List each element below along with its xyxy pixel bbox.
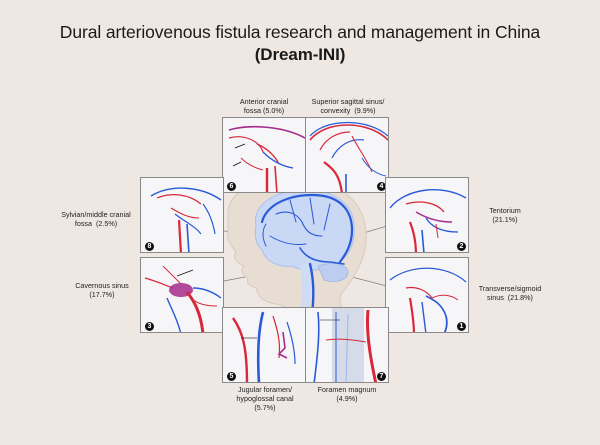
panel-badge: 5	[227, 372, 236, 381]
panel-foramen-magnum: 7	[305, 307, 389, 383]
label-cavernous-sinus: Cavernous sinus(17.7%)	[75, 281, 129, 299]
panel-tentorium: 2	[385, 177, 469, 253]
transverse-angiogram	[389, 267, 467, 332]
page-title: Dural arteriovenous fistula research and…	[59, 22, 541, 42]
panel-superior-sagittal-sinus: 4	[305, 117, 389, 193]
panel-badge: 4	[377, 182, 386, 191]
superior-sagittal-angiogram	[309, 121, 388, 192]
panel-transverse-sigmoid-sinus: 1	[385, 257, 469, 333]
brainstem	[300, 262, 312, 318]
panel-badge: 6	[227, 182, 236, 191]
label-foramen-magnum: Foramen magnum(4.9%)	[317, 385, 377, 403]
panel-badge: 2	[457, 242, 466, 251]
cavernous-angiogram	[144, 265, 222, 332]
panel-sylvian-middle-fossa: 8	[140, 177, 224, 253]
panel-badge: 8	[145, 242, 154, 251]
panel-cavernous-sinus: 3	[140, 257, 224, 333]
panel-badge: 7	[377, 372, 386, 381]
label-jugular-foramen: Jugular foramen/hypoglossal canal(5.7%)	[236, 385, 294, 412]
panel-anterior-cranial-fossa: 6	[222, 117, 306, 193]
panel-jugular-foramen: 5	[222, 307, 306, 383]
page-subtitle: (Dream-INI)	[254, 45, 346, 64]
foramen-magnum-angiogram	[313, 308, 378, 382]
sylvian-angiogram	[150, 187, 222, 252]
jugular-angiogram	[232, 311, 296, 382]
panel-badge: 1	[457, 322, 466, 331]
panel-badge: 3	[145, 322, 154, 331]
anterior-fossa-angiogram	[228, 125, 305, 192]
label-tentorium: Tentorium(21.1%)	[489, 206, 521, 224]
label-superior-sagittal-sinus: Superior sagittal sinus/convexity (9.9%)	[311, 97, 385, 115]
tentorium-angiogram	[389, 189, 467, 252]
